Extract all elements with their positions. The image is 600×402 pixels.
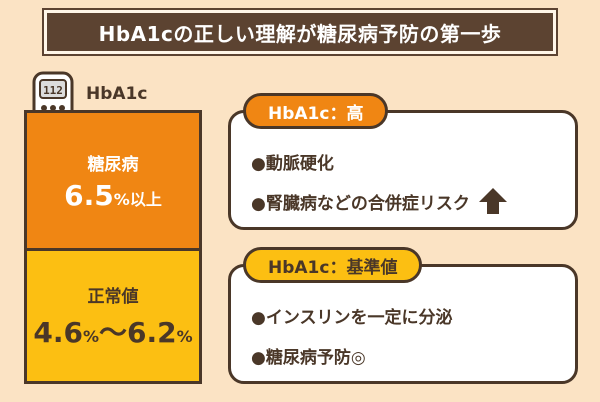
normal-value-low: 4.6: [33, 315, 83, 349]
normal-range: 正常値 4.6%～6.2%: [27, 251, 199, 381]
list-item: ●動脈硬化: [251, 149, 334, 174]
normal-hba1c-box: HbA1c：基準値 ●インスリンを一定に分泌 ●糖尿病予防◎: [228, 247, 578, 384]
diabetes-value: 6.5: [64, 178, 114, 212]
diabetes-unit: %以上: [113, 189, 162, 209]
hba1c-level-bar: 糖尿病 6.5%以上 正常値 4.6%～6.2%: [24, 110, 202, 384]
normal-unit-2: %: [176, 326, 193, 346]
page-title-text: HbA1cの正しい理解が糖尿病予防の第一歩: [98, 21, 502, 46]
meter-screen-text: 112: [43, 84, 63, 97]
item-text: ●糖尿病予防◎: [251, 348, 366, 368]
normal-label: 正常値: [87, 286, 139, 307]
high-hba1c-box: HbA1c：高 ●動脈硬化 ●腎臓病などの合併症リスク: [228, 93, 578, 230]
list-item: ●インスリンを一定に分泌: [251, 303, 453, 328]
list-item: ●糖尿病予防◎: [251, 343, 366, 368]
normal-tilde: ～: [98, 315, 127, 349]
normal-value-row: 4.6%～6.2%: [33, 311, 192, 351]
page-title: HbA1cの正しい理解が糖尿病予防の第一歩: [42, 8, 558, 56]
meter-label: HbA1c: [86, 84, 148, 104]
normal-unit-1: %: [82, 326, 99, 346]
up-arrow-icon: [478, 188, 507, 214]
item-text: ●腎臓病などの合併症リスク: [251, 193, 470, 214]
diabetes-range: 糖尿病 6.5%以上: [27, 113, 199, 251]
diabetes-label: 糖尿病: [87, 154, 139, 175]
item-text: ●動脈硬化: [251, 154, 334, 174]
normal-hba1c-tag: HbA1c：基準値: [243, 247, 423, 283]
high-hba1c-tag: HbA1c：高: [243, 93, 389, 129]
diabetes-value-row: 6.5%以上: [64, 179, 162, 212]
item-text: ●インスリンを一定に分泌: [251, 308, 453, 328]
normal-value-high: 6.2: [127, 315, 177, 349]
list-item: ●腎臓病などの合併症リスク: [251, 187, 508, 215]
